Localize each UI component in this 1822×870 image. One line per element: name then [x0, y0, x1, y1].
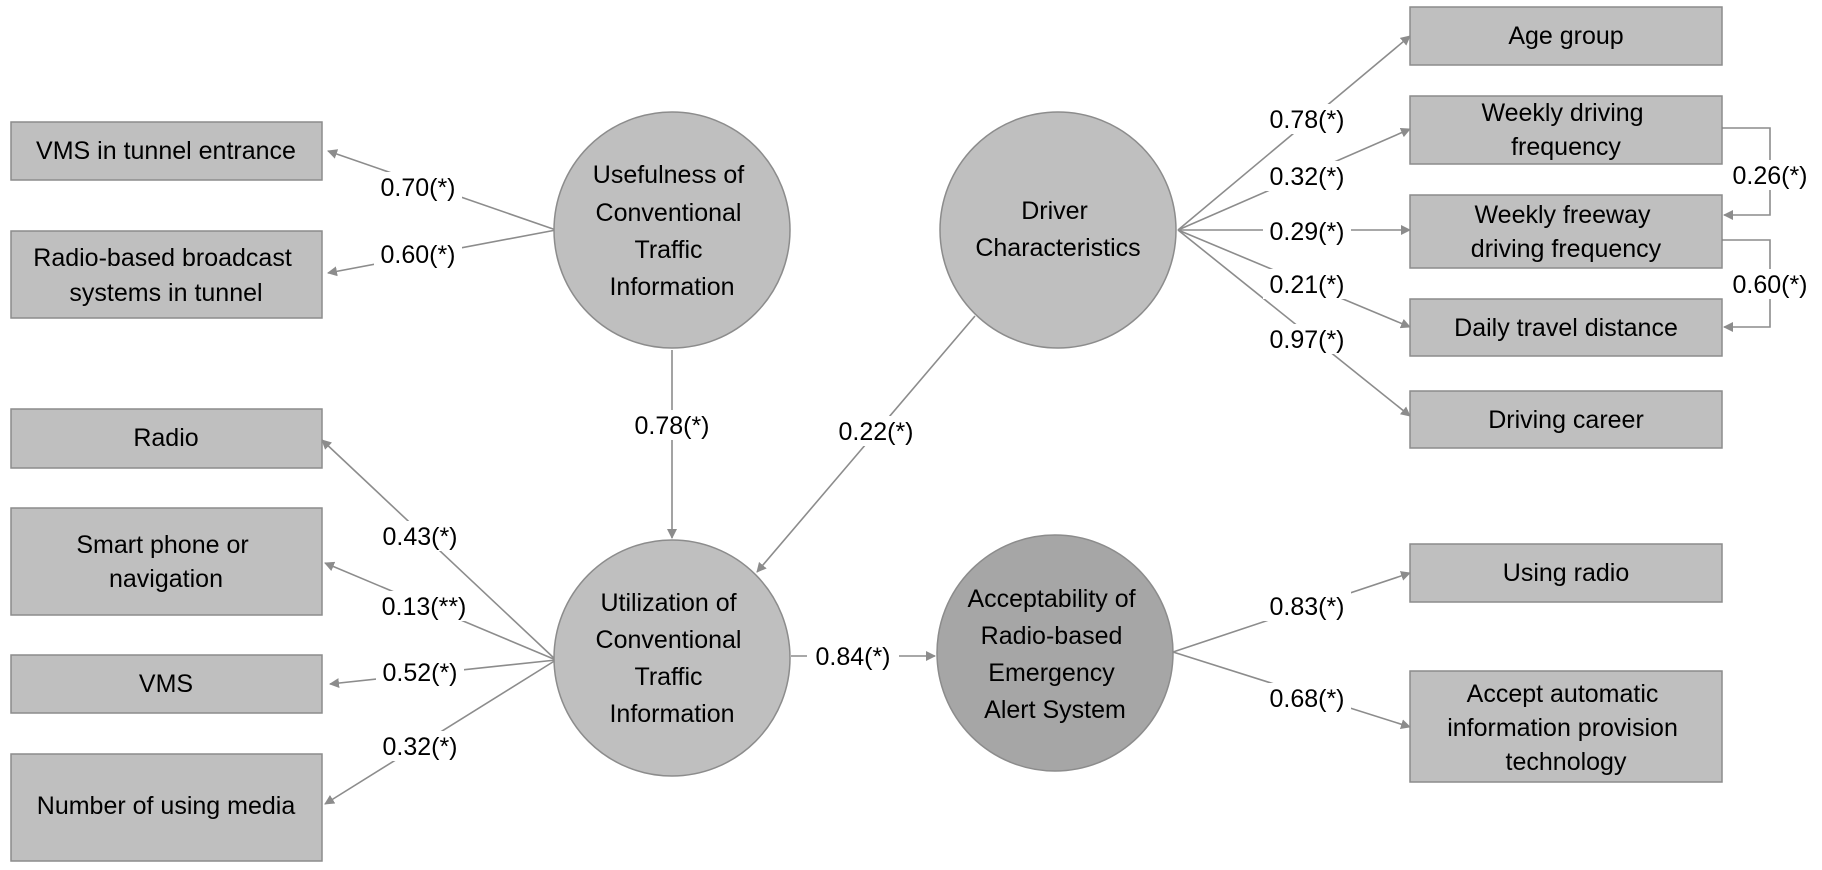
- coef-cov-freeway-distance: 0.60(*): [1732, 271, 1807, 299]
- svg-text:VMS in tunnel entrance: VMS in tunnel entrance: [36, 137, 296, 165]
- latent-utilization: Utilization of Conventional Traffic Info…: [553, 539, 791, 777]
- coef-age: 0.78(*): [1269, 106, 1344, 134]
- latent-utilization-line: Utilization of: [600, 589, 736, 617]
- latent-usefulness-line: Usefulness of: [593, 161, 745, 189]
- box-daily-distance-label: Daily travel distance: [1454, 314, 1678, 342]
- box-radio-label: Radio: [133, 424, 198, 452]
- svg-text:Driver Characteristics: Driver Characteristics: [975, 197, 1140, 262]
- svg-text:Radio: Radio: [133, 424, 198, 452]
- svg-text:Acceptability of Radio-b: Acceptability of Radio-based Emergency A…: [967, 585, 1142, 724]
- box-career-label: Driving career: [1488, 406, 1644, 434]
- box-accept-auto-label: technology: [1506, 748, 1627, 776]
- box-weekly-driving-label: frequency: [1511, 133, 1621, 161]
- svg-text:Accept automatic informa: Accept automatic information provision t…: [1447, 680, 1685, 776]
- box-radio-broadcast-label: systems in tunnel: [69, 279, 262, 307]
- box-vms-label: VMS: [139, 670, 193, 698]
- coef-utilization-acceptability: 0.84(*): [815, 643, 890, 671]
- box-media: Number of using media: [10, 753, 323, 862]
- box-smartphone-label: navigation: [109, 565, 223, 593]
- box-radio-broadcast: Radio-based broadcast systems in tunnel: [10, 230, 323, 319]
- latent-utilization-line: Traffic: [634, 663, 702, 691]
- coef-weekly-freeway: 0.29(*): [1269, 218, 1344, 246]
- coefficient-labels: 0.70(*) 0.60(*) 0.78(*) 0.22(*) 0.43(*) …: [374, 104, 1814, 761]
- edge-driver-career: [1177, 229, 1411, 417]
- coef-weekly-driving: 0.32(*): [1269, 163, 1344, 191]
- latent-driver: Driver Characteristics: [939, 111, 1177, 349]
- coef-smartphone: 0.13(**): [382, 593, 467, 621]
- latent-acceptability: Acceptability of Radio-based Emergency A…: [936, 534, 1174, 772]
- box-radio: Radio: [10, 408, 323, 469]
- box-weekly-freeway: Weekly freeway driving frequency: [1409, 194, 1723, 269]
- box-accept-auto-label: Accept automatic: [1467, 680, 1659, 708]
- box-vms: VMS: [10, 654, 323, 714]
- latent-utilization-line: Conventional: [596, 626, 742, 654]
- latent-usefulness-line: Conventional: [596, 199, 742, 227]
- coef-radio: 0.43(*): [382, 523, 457, 551]
- box-age-label: Age group: [1508, 22, 1623, 50]
- box-daily-distance: Daily travel distance: [1409, 298, 1723, 357]
- box-weekly-driving: Weekly driving frequency: [1409, 95, 1723, 165]
- coef-vms: 0.52(*): [382, 659, 457, 687]
- latent-acceptability-line: Emergency: [988, 659, 1115, 687]
- coef-driver-utilization: 0.22(*): [838, 418, 913, 446]
- box-age: Age group: [1409, 6, 1723, 66]
- latent-acceptability-line: Acceptability of: [967, 585, 1135, 613]
- svg-text:Number of using media: Number of using media: [37, 792, 296, 820]
- coef-daily-distance: 0.21(*): [1269, 271, 1344, 299]
- coef-radio-broadcast: 0.60(*): [380, 241, 455, 269]
- svg-text:Weekly freeway driving f: Weekly freeway driving frequency: [1471, 201, 1662, 263]
- svg-text:Daily travel distance: Daily travel distance: [1454, 314, 1678, 342]
- box-weekly-freeway-label: Weekly freeway: [1475, 201, 1651, 229]
- svg-text:Age group: Age group: [1508, 22, 1623, 50]
- coef-accept-auto: 0.68(*): [1269, 685, 1344, 713]
- box-accept-auto-label: information provision: [1447, 714, 1678, 742]
- box-smartphone: Smart phone or navigation: [10, 507, 323, 616]
- latent-acceptability-line: Radio-based: [981, 622, 1123, 650]
- latent-driver-line: Driver: [1021, 197, 1088, 225]
- box-vms-tunnel: VMS in tunnel entrance: [10, 121, 323, 181]
- svg-text:Radio-based broadcast sy: Radio-based broadcast systems in tunnel: [33, 244, 298, 307]
- box-weekly-freeway-label: driving frequency: [1471, 235, 1662, 263]
- box-smartphone-label: Smart phone or: [76, 531, 248, 559]
- svg-text:Weekly driving frequency: Weekly driving frequency: [1481, 99, 1650, 161]
- svg-text:Using radio: Using radio: [1503, 559, 1629, 587]
- box-accept-auto: Accept automatic information provision t…: [1409, 670, 1723, 783]
- svg-text:VMS: VMS: [139, 670, 193, 698]
- svg-text:Utilization of Conventio: Utilization of Conventional Traffic Info…: [596, 589, 749, 728]
- coef-career: 0.97(*): [1269, 326, 1344, 354]
- latent-driver-line: Characteristics: [975, 234, 1140, 262]
- box-media-label: Number of using media: [37, 792, 296, 820]
- coef-media: 0.32(*): [382, 733, 457, 761]
- box-career: Driving career: [1409, 390, 1723, 449]
- coef-cov-weekly: 0.26(*): [1732, 162, 1807, 190]
- box-using-radio: Using radio: [1409, 543, 1723, 603]
- box-using-radio-label: Using radio: [1503, 559, 1629, 587]
- latent-utilization-line: Information: [609, 700, 734, 728]
- coef-vms-tunnel: 0.70(*): [380, 174, 455, 202]
- latent-usefulness: Usefulness of Conventional Traffic Infor…: [553, 111, 791, 349]
- box-vms-tunnel-label: VMS in tunnel entrance: [36, 137, 296, 165]
- box-weekly-driving-label: Weekly driving: [1481, 99, 1643, 127]
- latent-usefulness-line: Traffic: [634, 236, 702, 264]
- svg-text:Smart phone or navigatio: Smart phone or navigation: [76, 531, 255, 593]
- svg-text:Driving career: Driving career: [1488, 406, 1644, 434]
- coef-using-radio: 0.83(*): [1269, 593, 1344, 621]
- box-radio-broadcast-label: Radio-based broadcast: [33, 244, 292, 272]
- coef-usefulness-utilization: 0.78(*): [634, 412, 709, 440]
- svg-text:Usefulness of Convention: Usefulness of Conventional Traffic Infor…: [593, 161, 751, 301]
- latent-acceptability-line: Alert System: [984, 696, 1126, 724]
- latent-usefulness-line: Information: [609, 273, 734, 301]
